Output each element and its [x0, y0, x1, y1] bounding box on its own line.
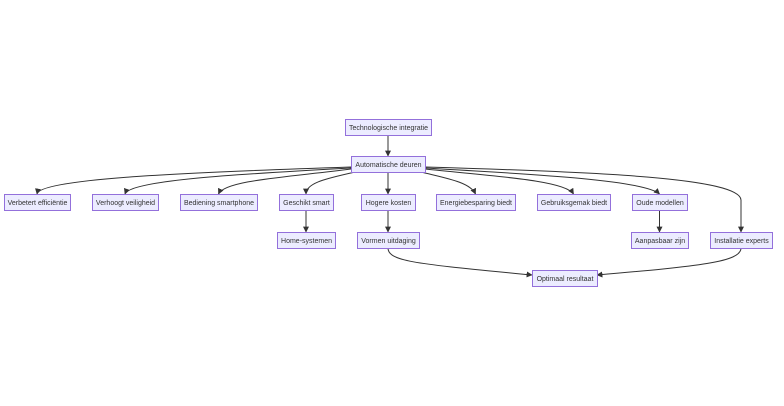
node-box: [180, 194, 258, 211]
edge-b-to-n: [424, 166, 744, 233]
node-label: Bediening smartphone: [184, 200, 254, 207]
edges: [35, 135, 744, 278]
node-aanpasbaar-zijn: Aanpasbaar zijn: [631, 232, 689, 249]
node-label: Geschikt smart: [283, 200, 330, 207]
node-label: Vormen uitdaging: [361, 238, 416, 245]
node-geschikt-smart: Geschikt smart: [279, 194, 334, 211]
node-label: Energiebesparing biedt: [440, 200, 512, 207]
node-box: [631, 232, 689, 249]
node-verbetert-effici-ntie: Verbetert efficiëntie: [4, 194, 71, 211]
edge-b-to-h: [420, 171, 476, 195]
node-label: Gebruiksgemak biedt: [541, 200, 607, 207]
node-label: Optimaal resultaat: [537, 276, 594, 283]
node-box: [357, 232, 420, 249]
node-box: [436, 194, 516, 211]
node-home-systemen: Home-systemen: [277, 232, 336, 249]
node-box: [537, 194, 611, 211]
edge-b-to-j: [424, 167, 660, 195]
node-technologische-integratie: Technologische integratie: [345, 119, 432, 136]
edge-n-to-o: [596, 247, 742, 278]
edge-b-to-c: [35, 166, 352, 195]
node-box: [710, 232, 773, 249]
node-label: Home-systemen: [281, 238, 332, 245]
node-box: [92, 194, 159, 211]
node-label: Automatische deuren: [355, 162, 421, 169]
edge-b-to-i: [424, 168, 574, 195]
node-box: [361, 194, 416, 211]
node-automatische-deuren: Automatische deuren: [351, 156, 426, 173]
node-verhoogt-veiligheid: Verhoogt veiligheid: [92, 194, 159, 211]
node-hogere-kosten: Hogere kosten: [361, 194, 416, 211]
node-box: [277, 232, 336, 249]
node-label: Hogere kosten: [366, 200, 412, 207]
node-box: [532, 270, 598, 287]
node-label: Oude modellen: [636, 200, 684, 207]
node-box: [351, 156, 426, 173]
node-label: Technologische integratie: [349, 125, 428, 132]
node-box: [632, 194, 688, 211]
edge-b-to-e: [218, 168, 352, 195]
node-vormen-uitdaging: Vormen uitdaging: [357, 232, 420, 249]
node-optimaal-resultaat: Optimaal resultaat: [532, 270, 598, 287]
node-energiebesparing-biedt: Energiebesparing biedt: [436, 194, 516, 211]
node-label: Installatie experts: [714, 238, 769, 245]
node-box: [279, 194, 334, 211]
node-label: Verhoogt veiligheid: [96, 200, 155, 207]
node-label: Aanpasbaar zijn: [635, 238, 685, 245]
edge-b-to-d: [124, 167, 352, 195]
node-box: [345, 119, 432, 136]
node-gebruiksgemak-biedt: Gebruiksgemak biedt: [537, 194, 611, 211]
node-bediening-smartphone: Bediening smartphone: [180, 194, 258, 211]
node-oude-modellen: Oude modellen: [632, 194, 688, 211]
edge-l-to-o: [387, 247, 533, 278]
node-installatie-experts: Installatie experts: [710, 232, 773, 249]
edge-b-to-f: [303, 171, 356, 195]
node-label: Verbetert efficiëntie: [8, 200, 68, 207]
node-box: [4, 194, 71, 211]
